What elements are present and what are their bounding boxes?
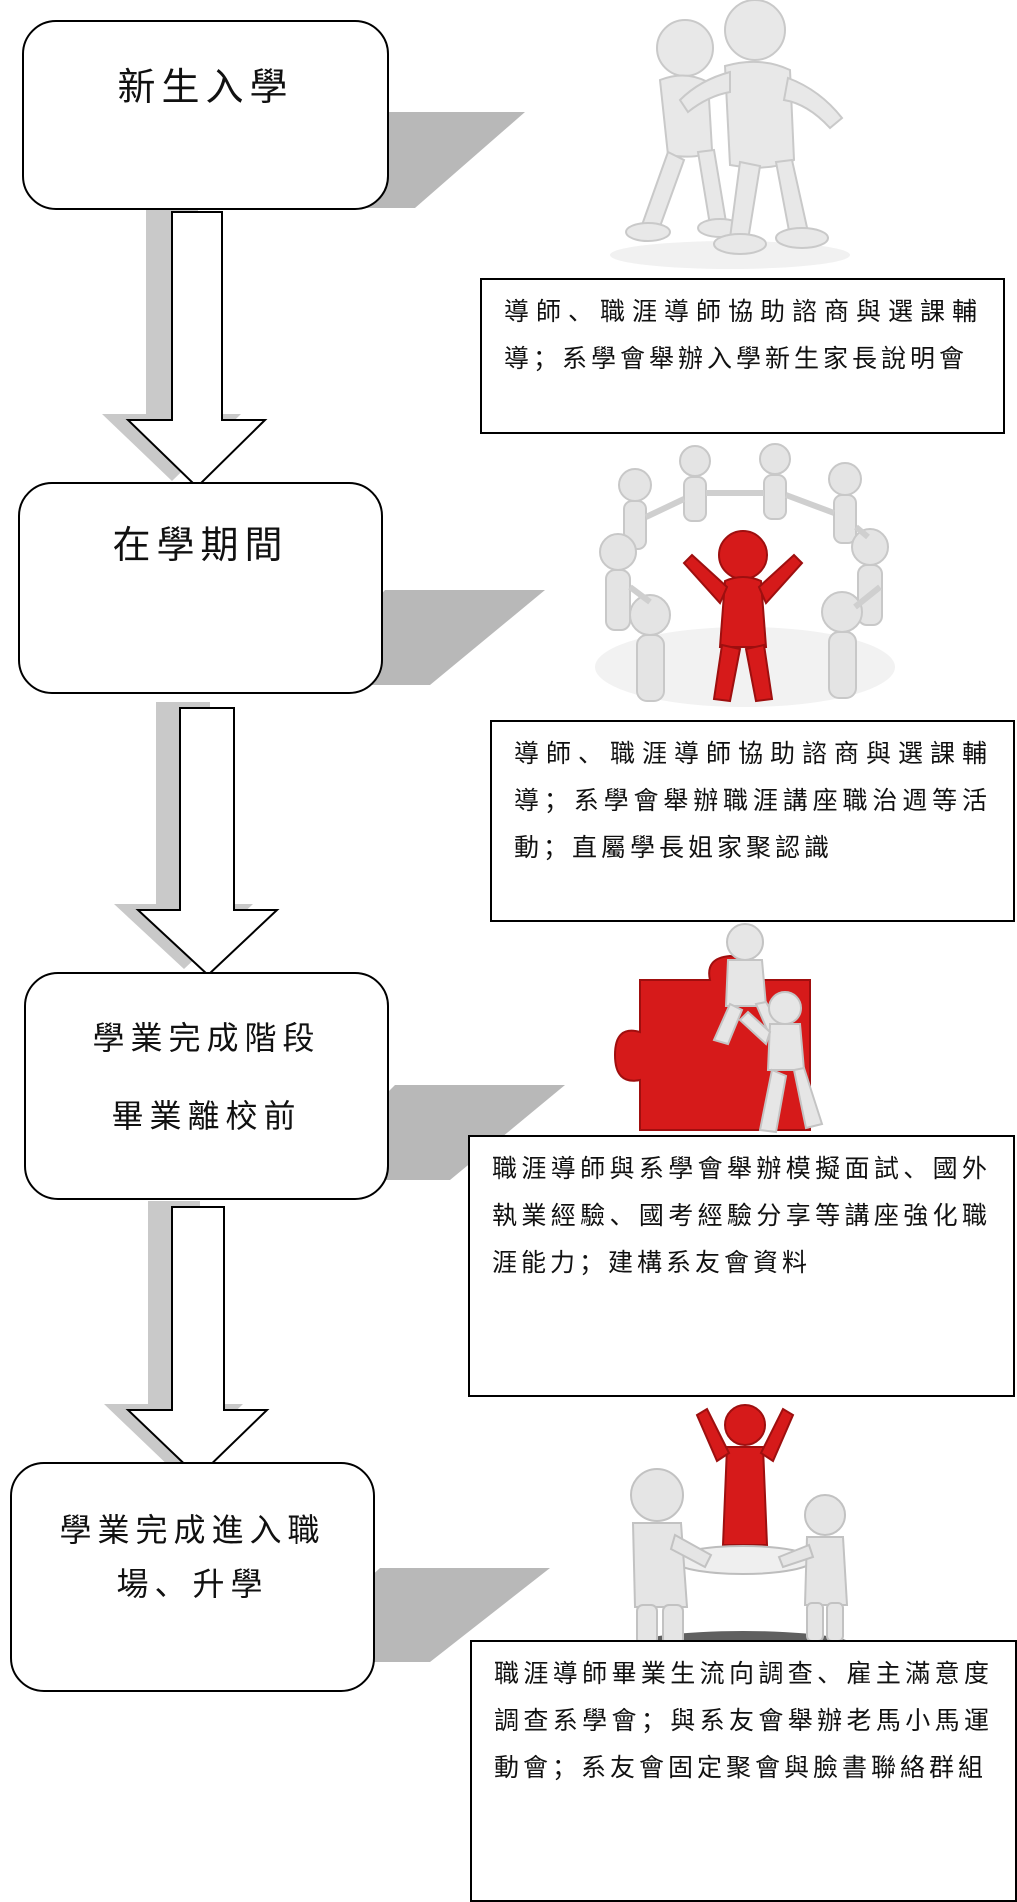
step-shadow bbox=[355, 112, 525, 208]
step-label: 場、升學 bbox=[116, 1565, 269, 1603]
down-arrow bbox=[102, 206, 268, 489]
step-label: 在學期間 bbox=[112, 523, 289, 567]
step-shadow bbox=[345, 1568, 550, 1662]
down-arrow bbox=[104, 1201, 270, 1479]
step-label: 學業完成階段 bbox=[92, 1019, 321, 1057]
step-shadow bbox=[355, 590, 545, 685]
description-box: 職涯導師與系學會舉辦模擬面試、國外執業經驗、國考經驗分享等講座強化職涯能力；建構… bbox=[468, 1135, 1015, 1397]
lifting-red-figure-illustration bbox=[615, 1395, 865, 1660]
puzzle-climbing-illustration bbox=[610, 920, 850, 1145]
description-box: 導師、職涯導師協助諮商與選課輔導；系學會舉辦入學新生家長說明會 bbox=[480, 278, 1005, 434]
step-shadow bbox=[360, 1085, 565, 1180]
description-box: 職涯導師畢業生流向調查、雇主滿意度調查系學會；與系友會舉辦老馬小馬運動會；系友會… bbox=[470, 1640, 1017, 1902]
step-box-completion: 學業完成階段 畢業離校前 bbox=[24, 972, 389, 1200]
team-circle-red-leader-illustration bbox=[580, 437, 910, 722]
step-label: 畢業離校前 bbox=[111, 1097, 302, 1135]
step-label: 學業完成進入職 bbox=[59, 1511, 326, 1549]
step-box-career: 學業完成進入職 場、升學 bbox=[10, 1462, 375, 1692]
down-arrow bbox=[114, 702, 280, 977]
step-box-enrollment: 新生入學 bbox=[22, 20, 389, 210]
step-box-study-period: 在學期間 bbox=[18, 482, 383, 694]
step-label: 新生入學 bbox=[117, 65, 294, 109]
description-box: 導師、職涯導師協助諮商與選課輔導；系學會舉辦職涯講座職治週等活動；直屬學長姐家聚… bbox=[490, 720, 1015, 922]
two-figures-walking-illustration bbox=[580, 0, 880, 275]
